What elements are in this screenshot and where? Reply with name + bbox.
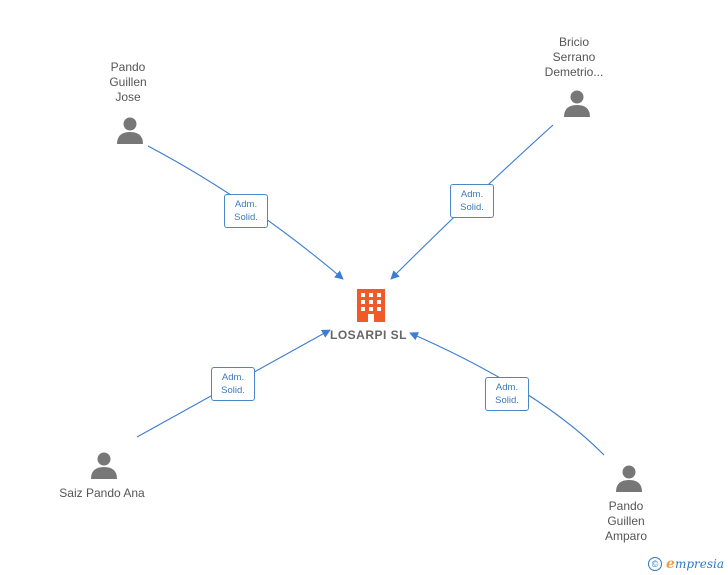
copyright-icon: © [648, 557, 663, 571]
person-icon[interactable] [616, 465, 642, 493]
relation-badge: Adm. Solid. [224, 194, 268, 228]
relation-badge: Adm. Solid. [450, 184, 494, 218]
person-label[interactable]: Pando Guillen Jose [109, 60, 147, 104]
person-label[interactable]: Saiz Pando Ana [59, 486, 145, 500]
person-icon[interactable] [117, 117, 143, 145]
company-name[interactable]: LOSARPI SL [330, 328, 408, 342]
person-label[interactable]: Bricio Serrano Demetrio... [544, 35, 604, 79]
relation-badge: Adm. Solid. [211, 367, 255, 401]
footer-brand: © empresia [648, 556, 724, 572]
person-icon[interactable] [564, 90, 590, 118]
brand-logo: empresia [666, 556, 724, 572]
building-icon[interactable] [357, 289, 385, 322]
person-icon[interactable] [91, 452, 117, 480]
relation-badge: Adm. Solid. [485, 377, 529, 411]
person-label[interactable]: Pando Guillen Amparo [604, 499, 648, 543]
